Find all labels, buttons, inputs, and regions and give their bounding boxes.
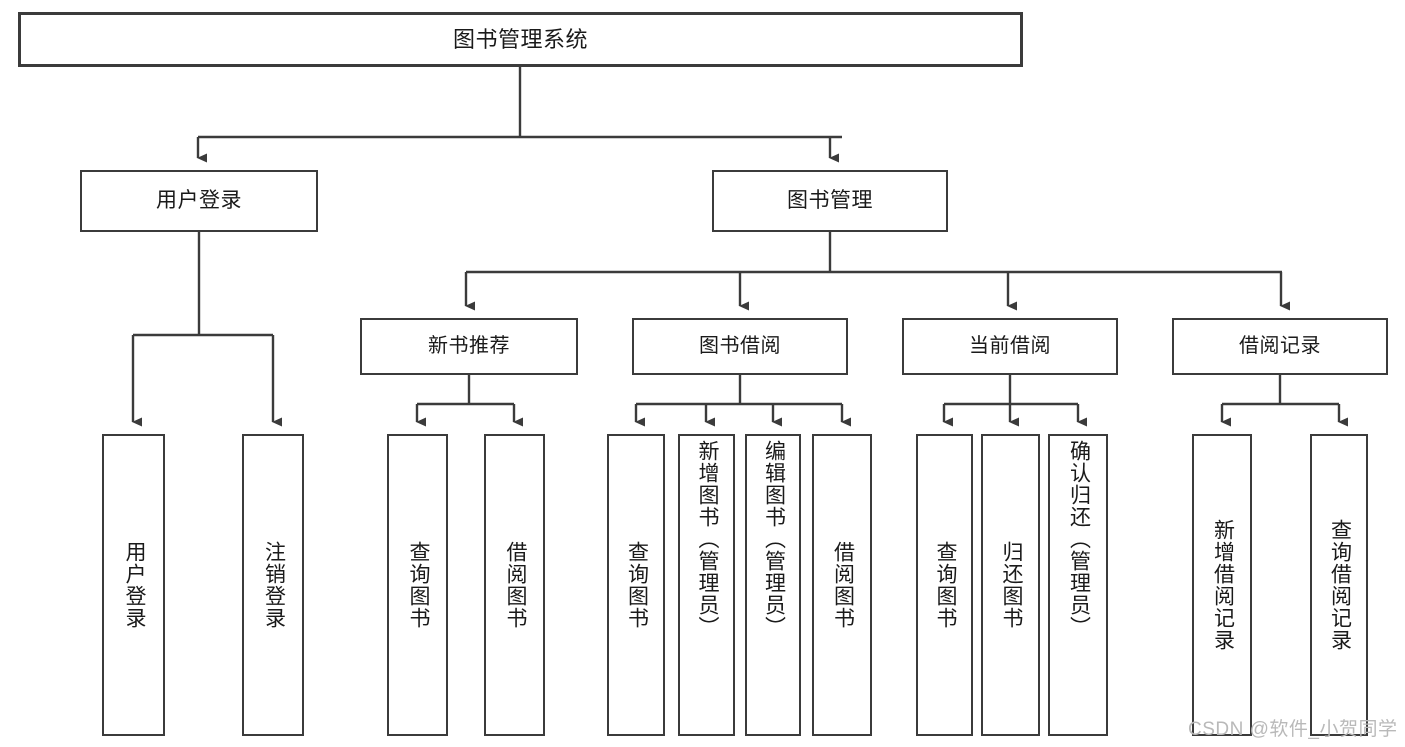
node-label: 确认归还（管理员） — [1067, 440, 1091, 638]
node-level1-book-management[interactable]: 图书管理 — [712, 170, 948, 232]
node-label: 注销登录 — [262, 541, 286, 629]
node-leaf-user-login[interactable]: 用户登录 — [102, 434, 165, 736]
node-root[interactable]: 图书管理系统 — [18, 12, 1023, 67]
node-leaf-logout[interactable]: 注销登录 — [242, 434, 304, 736]
node-label: 编辑图书（管理员） — [762, 440, 786, 638]
node-leaf-edit-book-admin[interactable]: 编辑图书（管理员） — [745, 434, 801, 736]
node-label: 用户登录 — [122, 541, 146, 629]
node-label: 归还图书 — [999, 541, 1023, 629]
node-label: 新书推荐 — [428, 335, 510, 357]
node-label: 查询借阅记录 — [1328, 519, 1352, 651]
node-leaf-add-borrow-record[interactable]: 新增借阅记录 — [1192, 434, 1252, 736]
node-leaf-borrow-book-recommend[interactable]: 借阅图书 — [484, 434, 545, 736]
node-level2-book-borrow[interactable]: 图书借阅 — [632, 318, 848, 375]
node-level2-new-book-recommend[interactable]: 新书推荐 — [360, 318, 578, 375]
node-leaf-query-book-borrow[interactable]: 查询图书 — [607, 434, 665, 736]
node-level1-user-login[interactable]: 用户登录 — [80, 170, 318, 232]
node-label: 图书管理 — [787, 188, 873, 212]
node-label: 当前借阅 — [969, 335, 1051, 357]
node-label: 查询图书 — [625, 541, 649, 629]
node-label: 新增图书（管理员） — [695, 440, 719, 638]
watermark: CSDN @软件_小贺同学 — [1188, 719, 1398, 740]
node-level2-borrow-record[interactable]: 借阅记录 — [1172, 318, 1388, 375]
node-leaf-query-book-recommend[interactable]: 查询图书 — [387, 434, 448, 736]
node-leaf-add-book-admin[interactable]: 新增图书（管理员） — [678, 434, 735, 736]
node-label: 新增借阅记录 — [1211, 519, 1235, 651]
node-label: 借阅图书 — [831, 541, 855, 629]
node-leaf-confirm-return-admin[interactable]: 确认归还（管理员） — [1048, 434, 1108, 736]
node-label: 图书借阅 — [699, 335, 781, 357]
node-leaf-query-borrow-record[interactable]: 查询借阅记录 — [1310, 434, 1368, 736]
node-label: 图书管理系统 — [452, 26, 588, 52]
node-label: 借阅记录 — [1239, 335, 1321, 357]
node-label: 查询图书 — [933, 541, 957, 629]
node-label: 用户登录 — [156, 188, 242, 212]
node-level2-current-borrow[interactable]: 当前借阅 — [902, 318, 1118, 375]
node-label: 查询图书 — [406, 541, 430, 629]
node-leaf-borrow-book[interactable]: 借阅图书 — [812, 434, 872, 736]
node-leaf-query-book-current[interactable]: 查询图书 — [916, 434, 973, 736]
node-leaf-return-book[interactable]: 归还图书 — [981, 434, 1040, 736]
node-label: 借阅图书 — [503, 541, 527, 629]
